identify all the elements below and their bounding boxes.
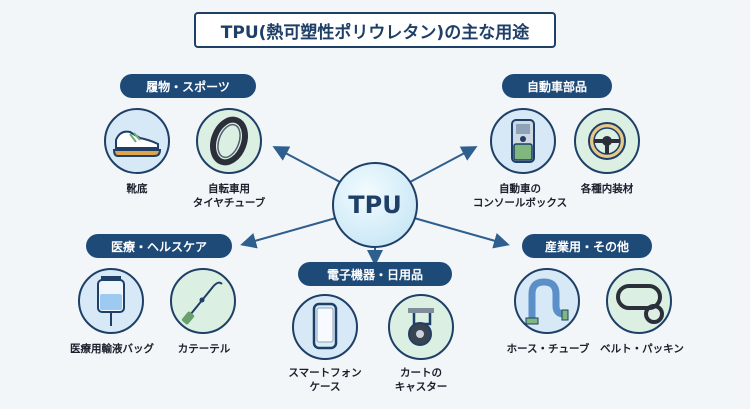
item-label-interior: 各種内装材: [580, 183, 634, 195]
category-industrial-label: 産業用・その他: [522, 234, 652, 258]
diagram-title: TPU(熱可塑性ポリウレタン)の主な用途: [194, 12, 556, 48]
center-node-tpu: TPU: [332, 162, 418, 248]
item-label-catheter: カテーテル: [177, 343, 231, 355]
category-automotive-label: 自動車部品: [502, 74, 612, 98]
item-label-hose: ホース・チューブ: [506, 343, 590, 355]
item-label-bike-tube-line1: 自転車用: [208, 183, 250, 195]
phone-case-icon: [292, 294, 358, 360]
console-icon: [490, 108, 556, 174]
item-label-console-box: 自動車の コンソールボックス: [466, 182, 574, 210]
item-label-shoe-sole: 靴底: [126, 183, 148, 195]
belt-icon: [606, 268, 672, 334]
item-label-caster-line1: カートの: [400, 367, 442, 379]
item-label-console-box-line1: 自動車の: [499, 183, 541, 195]
tire-icon: [196, 108, 262, 174]
arrow-to-footwear: [272, 146, 341, 183]
item-label-caster-line2: キャスター: [394, 381, 448, 393]
arrow-to-automotive: [409, 146, 478, 183]
item-label-phone-case-line1: スマートフォン: [288, 367, 362, 379]
item-label-phone-case: スマートフォン ケース: [278, 366, 372, 394]
caster-icon: [388, 294, 454, 360]
item-label-belt: ベルト・パッキン: [600, 343, 684, 355]
steering-wheel-icon: [574, 108, 640, 174]
catheter-icon: [170, 268, 236, 334]
category-footwear-label: 履物・スポーツ: [120, 74, 256, 98]
item-label-console-box-line2: コンソールボックス: [472, 197, 568, 209]
item-label-bike-tube-line2: タイヤチューブ: [192, 197, 266, 209]
arrow-to-industrial: [413, 217, 510, 249]
item-label-phone-case-line2: ケース: [309, 381, 341, 393]
iv-bag-icon: [78, 268, 144, 334]
category-electronics-label: 電子機器・日用品: [298, 262, 452, 286]
shoe-icon: [104, 108, 170, 174]
item-label-bike-tube: 自転車用 タイヤチューブ: [186, 182, 272, 210]
item-label-iv-bag: 医療用輸液バッグ: [70, 343, 154, 355]
arrow-to-medical: [240, 217, 337, 249]
item-label-caster: カートの キャスター: [380, 366, 462, 394]
category-medical-label: 医療・ヘルスケア: [86, 234, 232, 258]
hose-icon: [514, 268, 580, 334]
